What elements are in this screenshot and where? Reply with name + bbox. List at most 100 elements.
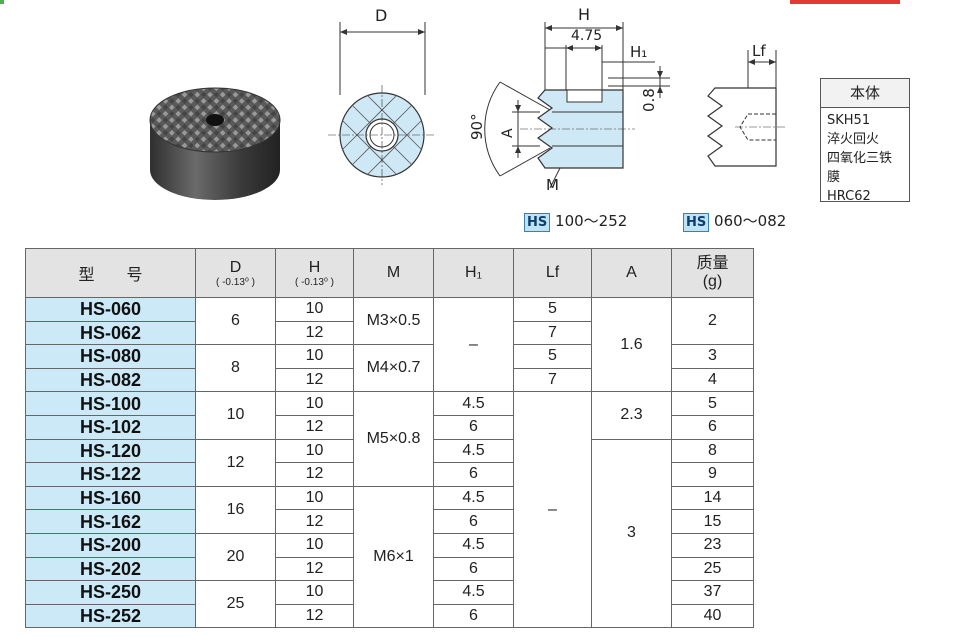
model-cell: HS-120 (25, 438, 196, 464)
H-cell: 12 (275, 462, 354, 487)
H1-cell: 4.5 (433, 391, 514, 416)
header-A: A (591, 248, 672, 298)
model-cell: HS-252 (25, 603, 196, 629)
mass-cell: 3 (671, 344, 754, 369)
D-cell: 16 (195, 485, 276, 534)
model-cell: HS-082 (25, 367, 196, 393)
header-H1: H₁ (433, 248, 514, 298)
D-cell: 20 (195, 532, 276, 582)
Lf-cell: – (513, 391, 592, 629)
model-cell: HS-102 (25, 414, 196, 440)
model-cell: HS-080 (25, 344, 196, 369)
material-lines: SKH51 淬火回火 四氧化三铁膜 HRC62 (821, 108, 909, 209)
side-section-drawing (484, 22, 670, 189)
D-cell: 10 (195, 391, 276, 440)
front-view-drawing (328, 22, 436, 185)
model-cell: HS-202 (25, 556, 196, 582)
table-row: HS-120 12 10 4.5 3 8 (25, 438, 754, 629)
header-D-tol: ( -0.13⁰ ) (215, 276, 256, 288)
H-cell: 10 (275, 297, 354, 322)
H1-cell: 4.5 (433, 532, 514, 558)
hs-tag: HS (683, 213, 710, 232)
M-cell: M4×0.7 (353, 344, 434, 393)
header-H-tol: ( -0.13⁰ ) (294, 276, 335, 288)
H1-cell: 4.5 (433, 580, 514, 605)
H1-cell: 6 (433, 603, 514, 629)
header-Lf: Lf (513, 248, 592, 298)
header-H-text: H (308, 258, 321, 276)
M-cell: M5×0.8 (353, 391, 434, 487)
mass-cell: 14 (671, 485, 754, 511)
Lf-cell: 5 (513, 344, 592, 369)
model-cell: HS-250 (25, 580, 196, 605)
dim-475-label: 4.75 (571, 28, 603, 44)
Lf-cell: 7 (513, 367, 592, 393)
H-cell: 10 (275, 344, 354, 369)
model-cell: HS-160 (25, 485, 196, 511)
mass-cell: 2 (671, 296, 754, 346)
model-cell: HS-062 (25, 320, 196, 346)
H-cell: 12 (275, 367, 354, 393)
H-cell: 12 (275, 414, 354, 440)
mass-cell: 23 (671, 532, 754, 558)
header-mass-text: 质量 (696, 255, 729, 272)
H1-cell: – (433, 296, 514, 393)
M-cell: M6×1 (353, 485, 434, 629)
D-cell: 25 (195, 580, 276, 629)
mass-cell: 6 (671, 414, 754, 440)
model-cell: HS-162 (25, 509, 196, 534)
H1-cell: 6 (433, 556, 514, 582)
mass-cell: 40 (671, 603, 754, 629)
H-cell: 12 (275, 320, 354, 346)
table-row: HS-062 12 7 (25, 320, 754, 346)
header-H: H ( -0.13⁰ ) (275, 248, 354, 298)
Lf-cell: 5 (513, 297, 592, 322)
range-label-100-252: HS 100～252 (524, 210, 627, 232)
spec-table: 型 号 D ( -0.13⁰ ) H ( -0.13⁰ ) M H₁ Lf A … (25, 248, 754, 629)
header-D: D ( -0.13⁰ ) (195, 248, 276, 298)
table-row: HS-252 12 6 40 (25, 603, 754, 629)
mass-cell: 9 (671, 462, 754, 487)
material-line: 四氧化三铁膜 (827, 151, 893, 185)
product-photo (149, 87, 281, 200)
A-cell: 3 (591, 438, 672, 629)
table-row: HS-060 6 10 M3×0.5 – 5 1.6 2 (25, 296, 754, 393)
dim-D-label: D (375, 6, 388, 25)
H1-cell: 6 (433, 462, 514, 487)
A-cell: 2.3 (591, 391, 672, 440)
angle-label: 90° (468, 113, 486, 140)
H-cell: 12 (275, 603, 354, 629)
dim-M-label: M (546, 176, 559, 194)
mass-cell: 15 (671, 509, 754, 534)
material-title: 本体 (821, 79, 909, 108)
table-row: HS-250 25 10 4.5 37 (25, 580, 754, 629)
mass-cell: 8 (671, 438, 754, 464)
D-cell: 8 (195, 344, 276, 393)
range-text: 100～252 (555, 212, 628, 230)
table-row: HS-100 10 10 M5×0.8 4.5 – 2.3 5 (25, 391, 754, 629)
range-label-060-082: HS 060～082 (683, 210, 786, 232)
material-line: 淬火回火 (827, 132, 880, 147)
table-row: HS-122 12 6 9 (25, 462, 754, 487)
model-cell: HS-060 (25, 297, 196, 322)
corner-marker (0, 0, 4, 4)
D-cell: 6 (195, 296, 276, 346)
header-mass: 质量 (g) (671, 248, 754, 298)
dim-Lf-label: Lf (752, 42, 766, 60)
material-box: 本体 SKH51 淬火回火 四氧化三铁膜 HRC62 (820, 78, 910, 204)
H-cell: 10 (275, 485, 354, 511)
dim-A-label: A (500, 128, 516, 138)
H-cell: 10 (275, 438, 354, 464)
header-mass-unit: (g) (702, 273, 723, 290)
mass-cell: 25 (671, 556, 754, 582)
material-line: SKH51 (827, 113, 871, 128)
H-cell: 10 (275, 391, 354, 416)
material-line: HRC62 (827, 189, 871, 204)
A-cell: 1.6 (591, 296, 672, 393)
mass-cell: 4 (671, 367, 754, 393)
M-cell: M3×0.5 (353, 296, 434, 346)
model-cell: HS-200 (25, 532, 196, 558)
H-cell: 12 (275, 556, 354, 582)
table-row: HS-080 8 10 M4×0.7 5 3 (25, 344, 754, 393)
H1-cell: 4.5 (433, 438, 514, 464)
